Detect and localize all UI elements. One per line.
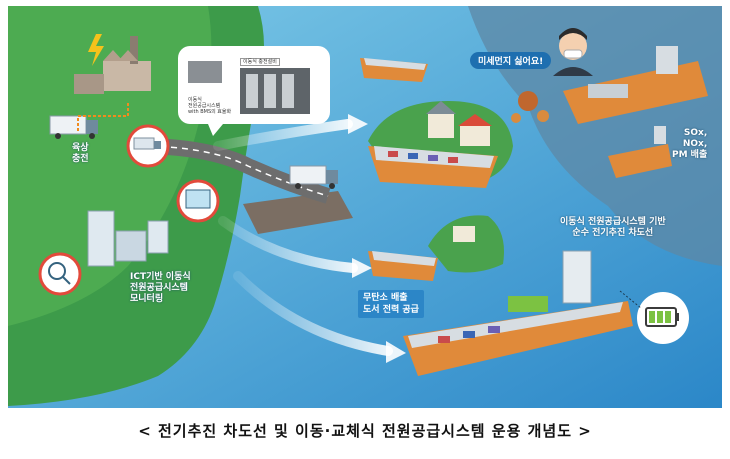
person-icon [553, 28, 593, 76]
electric-ferry-line-2: 순수 전기추진 차도선 [572, 228, 654, 238]
truck-badge [126, 124, 170, 168]
emission-ship-small [608, 126, 672, 178]
emissions-line-1: SOx, [683, 128, 708, 138]
island-houses [426, 101, 492, 146]
truck-road [289, 165, 338, 189]
land-charging-line-2: 충전 [72, 154, 89, 164]
arrow-head-island [348, 114, 368, 134]
emissions-line-2: NOx, [682, 139, 708, 149]
small-island-house [453, 226, 475, 242]
road-markings [137, 145, 329, 197]
arrow-head-ferry [386, 341, 406, 363]
arrow-head-small-island [352, 258, 372, 278]
ict-monitoring-label: ICT기반 이동식 전원공급시스템 모니터링 [130, 272, 191, 305]
ferry-top [368, 146, 498, 188]
battery-badge [619, 290, 689, 344]
equipment-bubble [178, 46, 330, 136]
land-highlight [8, 6, 212, 326]
carbon-free-label: 무탄소 배출 도서 전력 공급 [358, 290, 424, 318]
emissions-label: SOx, NOx, PM 배출 [672, 128, 707, 161]
bubble-tag: 이동식 충전설비 [240, 58, 280, 66]
ferry-mid [368, 251, 438, 281]
magnifier-badge [38, 252, 82, 296]
carbon-free-line-2: 도서 전력 공급 [363, 305, 419, 315]
ict-monitoring-line-1: ICT기반 이동식 [130, 272, 191, 282]
bubble-line-3: with BMS의 효율화 [188, 109, 232, 115]
electric-ferry-line-1: 이동식 전원공급시스템 기반 [560, 217, 666, 227]
bubble-line-2: 전원공급시스템 [188, 103, 221, 109]
lightning-icon [88, 34, 104, 66]
concept-illustration [8, 6, 722, 408]
ict-monitoring-line-2: 전원공급시스템 [130, 283, 188, 293]
emission-ship-large [563, 46, 708, 124]
island-small [428, 215, 504, 273]
monitor-badge [176, 179, 220, 223]
bubble-text: 이동식 전원공급시스템 with BMS의 효율화 [188, 97, 231, 115]
electric-ferry-label: 이동식 전원공급시스템 기반 순수 전기추진 차도선 [560, 217, 666, 239]
electric-ferry [403, 250, 633, 376]
fine-dust-icon [511, 91, 549, 123]
ferry-top-small [360, 58, 428, 82]
truck-charging [49, 115, 98, 139]
land-charging-line-1: 육상 [72, 143, 89, 153]
arrow-to-ferry [233, 271, 393, 356]
charging-line [77, 101, 129, 131]
figure-caption: < 전기추진 차도선 및 이동·교체식 전원공급시스템 운용 개념도 > [138, 422, 592, 440]
power-plant [74, 36, 151, 94]
land-charging-label: 육상 충전 [72, 143, 89, 165]
fine-dust-bubble: 미세먼지 싫어요! [470, 52, 552, 69]
ict-building [87, 210, 169, 267]
arrow-to-small-island [218, 216, 358, 273]
bubble-line-1: 이동식 [188, 97, 202, 103]
carbon-free-line-1: 무탄소 배출 [363, 293, 408, 303]
emissions-line-3: PM 배출 [672, 150, 708, 160]
ict-monitoring-line-3: 모니터링 [130, 294, 164, 304]
arrow-to-island [213, 119, 353, 151]
